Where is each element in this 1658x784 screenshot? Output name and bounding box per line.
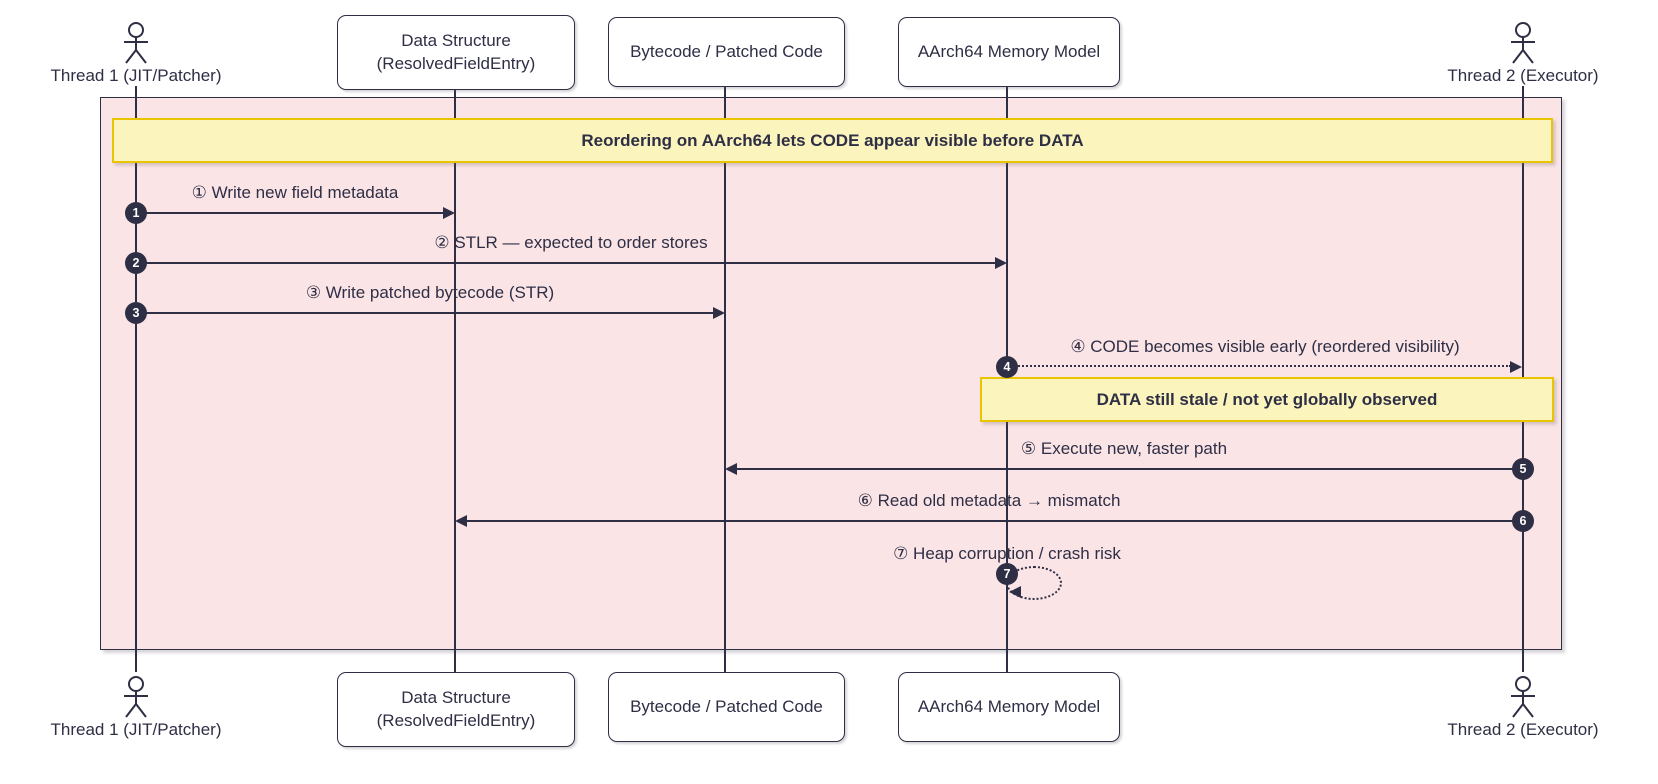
message-line-3 <box>136 312 714 314</box>
message-line-5 <box>737 468 1523 470</box>
participant-label-line: (ResolvedFieldEntry) <box>376 53 536 73</box>
message-line-2 <box>136 262 996 264</box>
sequence-number-5: 5 <box>1512 458 1534 480</box>
actor-label-thread-1-top: Thread 1 (JIT/Patcher) <box>50 66 222 85</box>
sequence-number-3: 3 <box>125 302 147 324</box>
arrowhead-icon-2 <box>995 257 1007 269</box>
participant-label-line: AArch64 Memory Model <box>917 41 1101 61</box>
lifeline-bytecode <box>724 86 726 672</box>
message-label-1: ① Write new field metadata <box>191 183 399 202</box>
arrowhead-icon-5 <box>725 463 737 475</box>
actor-label-thread-1-bottom: Thread 1 (JIT/Patcher) <box>50 720 222 739</box>
arrowhead-icon-4 <box>1510 361 1522 373</box>
sequence-number-1: 1 <box>125 202 147 224</box>
message-label-5: ⑤ Execute new, faster path <box>1020 439 1228 458</box>
participant-label-line: Data Structure <box>401 31 511 51</box>
highlight-frame <box>100 97 1562 650</box>
participant-box-bytecode-top: Bytecode / Patched Code <box>608 17 845 87</box>
actor-icon-thread-2-bottom <box>1511 676 1535 718</box>
sequence-number-4: 4 <box>996 356 1018 378</box>
actor-label-thread-2-bottom: Thread 2 (Executor) <box>1447 720 1599 739</box>
sequence-number-7: 7 <box>996 563 1018 585</box>
actor-icon-thread-2-top <box>1511 22 1535 64</box>
actor-label-thread-2-top: Thread 2 (Executor) <box>1447 66 1599 85</box>
participant-label-line: Bytecode / Patched Code <box>630 696 823 716</box>
arrowhead-icon-7 <box>1009 586 1021 598</box>
arrowhead-icon-3 <box>713 307 725 319</box>
arrowhead-icon-6 <box>455 515 467 527</box>
message-label-7: ⑦ Heap corruption / crash risk <box>893 544 1121 563</box>
participant-label-line: Data Structure <box>401 688 511 708</box>
actor-icon-thread-1-top <box>124 22 148 64</box>
arrowhead-icon-1 <box>443 207 455 219</box>
participant-box-data-structure-bottom: Data Structure (ResolvedFieldEntry) <box>337 672 575 747</box>
message-label-3: ③ Write patched bytecode (STR) <box>305 283 555 302</box>
message-line-4 <box>1007 365 1511 367</box>
participant-box-aarch64-top: AArch64 Memory Model <box>898 17 1120 87</box>
participant-box-aarch64-bottom: AArch64 Memory Model <box>898 672 1120 742</box>
note-data-stale: DATA still stale / not yet globally obse… <box>980 377 1554 422</box>
participant-label-line: AArch64 Memory Model <box>917 696 1101 716</box>
participant-label-line: (ResolvedFieldEntry) <box>376 710 536 730</box>
lifeline-data-structure <box>454 86 456 672</box>
participant-box-data-structure-top: Data Structure (ResolvedFieldEntry) <box>337 15 575 90</box>
message-line-6 <box>467 520 1523 522</box>
message-label-4: ④ CODE becomes visible early (reordered … <box>1070 337 1460 356</box>
sequence-number-6: 6 <box>1512 510 1534 532</box>
sequence-number-2: 2 <box>125 252 147 274</box>
note-reordering: Reordering on AArch64 lets CODE appear v… <box>112 118 1553 163</box>
participant-label-line: Bytecode / Patched Code <box>630 41 823 61</box>
actor-icon-thread-1-bottom <box>124 676 148 718</box>
message-line-1 <box>136 212 444 214</box>
lifeline-thread-1 <box>135 86 137 672</box>
message-label-6: ⑥ Read old metadata → mismatch <box>857 491 1121 510</box>
participant-box-bytecode-bottom: Bytecode / Patched Code <box>608 672 845 742</box>
message-label-2: ② STLR — expected to order stores <box>434 233 708 252</box>
